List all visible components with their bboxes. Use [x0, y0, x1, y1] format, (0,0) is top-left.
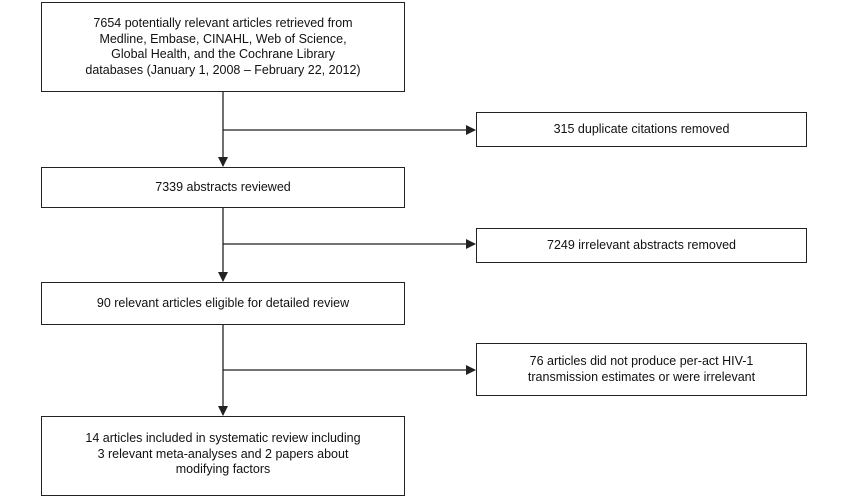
flow-box-line: 90 relevant articles eligible for detail… — [96, 295, 350, 310]
exclusion-box-line: 7249 irrelevant abstracts removed — [547, 237, 736, 252]
exclusion-box-line: 315 duplicate citations removed — [553, 121, 730, 136]
flow-box-line: Global Health, and the Cochrane Library — [111, 47, 335, 61]
flow-box-line: 14 articles included in systematic revie… — [85, 431, 361, 445]
exclusion-box-no-estimates: 76 articles did not produce per-act HIV-… — [476, 343, 807, 396]
exclusion-box-line: transmission estimates or were irrelevan… — [527, 369, 756, 384]
flow-box-included: 14 articles included in systematic revie… — [41, 416, 405, 496]
flow-box-line: Medline, Embase, CINAHL, Web of Science, — [99, 31, 347, 46]
flow-box-abstracts-reviewed: 7339 abstracts reviewed — [41, 167, 405, 208]
flow-box-eligible-articles: 90 relevant articles eligible for detail… — [41, 282, 405, 325]
exclusion-box-line: 76 articles did not produce per-act HIV-… — [529, 354, 754, 368]
flow-box-line: 3 relevant meta-analyses and 2 papers ab… — [97, 446, 349, 461]
flow-box-line: 7654 potentially relevant articles retri… — [93, 16, 353, 30]
exclusion-box-irrelevant-abstracts: 7249 irrelevant abstracts removed — [476, 228, 807, 263]
flow-box-line: modifying factors — [175, 462, 271, 476]
flow-box-line: databases (January 1, 2008 – February 22… — [85, 62, 361, 77]
flow-box-retrieved: 7654 potentially relevant articles retri… — [41, 2, 405, 92]
exclusion-box-duplicates: 315 duplicate citations removed — [476, 112, 807, 147]
flow-box-line: 7339 abstracts reviewed — [155, 179, 291, 194]
